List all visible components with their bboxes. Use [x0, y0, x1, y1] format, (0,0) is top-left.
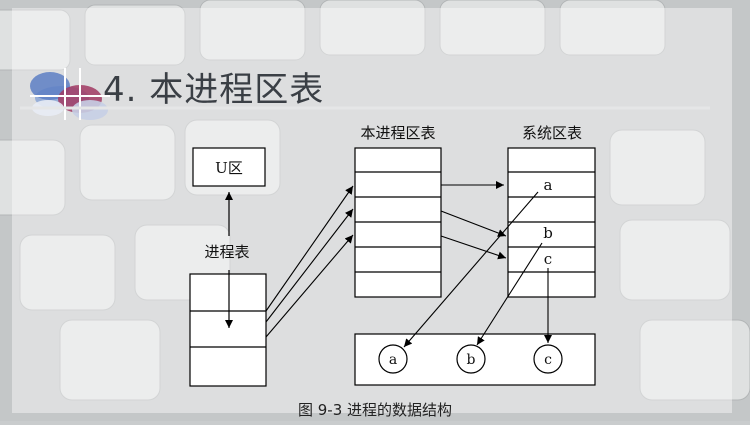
region-b-label: b	[467, 352, 476, 368]
system-region-table	[507, 147, 596, 298]
process-table-label: 进程表	[204, 243, 249, 261]
system-region-table-label: 系统区表	[522, 124, 582, 142]
u-area-label: U区	[215, 159, 243, 177]
region-to-system-arrows	[440, 181, 507, 260]
region-c	[533, 344, 563, 374]
process-to-region-arrows	[265, 185, 354, 338]
u-area-box	[192, 147, 266, 187]
per-process-region-table	[354, 147, 442, 298]
process-table	[189, 273, 267, 387]
region-b	[456, 344, 486, 374]
region-a	[378, 344, 408, 374]
per-process-region-table-label: 本进程区表	[360, 124, 435, 142]
system-to-region-arrows	[403, 191, 552, 348]
system-entry-a: a	[544, 176, 553, 194]
system-entry-c: c	[544, 250, 552, 268]
figure-caption: 图 9-3 进程的数据结构	[297, 401, 453, 419]
region-c-label: c	[544, 352, 552, 368]
slide-title: 4. 本进程区表	[103, 70, 325, 110]
system-entry-b: b	[543, 224, 553, 242]
region-a-label: a	[389, 352, 397, 368]
